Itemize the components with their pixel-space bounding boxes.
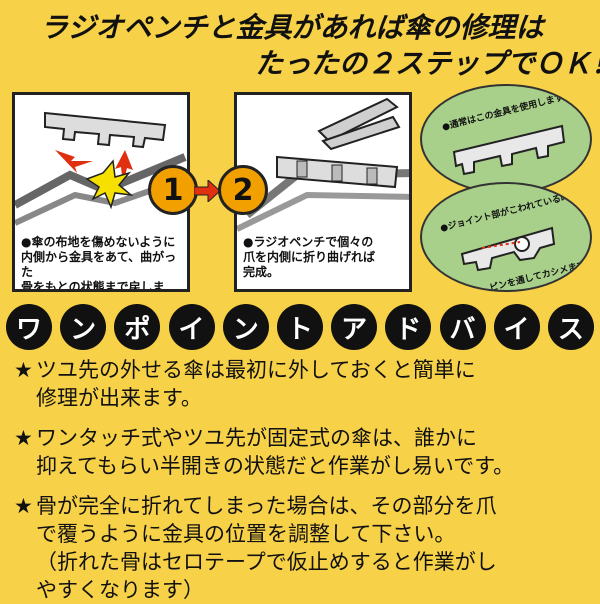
caption-line: 内側から金具をあて、曲がった <box>21 250 177 279</box>
banner-char: ス <box>547 304 594 350</box>
tip-line: ツユ先の外せる傘は最初に外しておくと簡単に <box>36 358 476 382</box>
tip-line: 骨が完全に折れてしまった場合は、その部分を爪 <box>36 494 497 518</box>
step-1-circle: 1 <box>148 165 198 215</box>
tip-item: ★ ワンタッチ式やツユ先が固定式の傘は、誰かに 抑えてもらい半開きの状態だと作業… <box>14 424 514 480</box>
caption-line: ●ラジオペンチで個々の <box>243 235 374 249</box>
pliers-crimping-illustration <box>237 97 409 232</box>
banner-char: バ <box>439 304 486 350</box>
joint-fitting-oval: ●ジョイント部がこわれている時は ピンを通してカシメます。 <box>420 182 592 292</box>
arrow-right-icon <box>194 180 220 202</box>
banner-char: イ <box>168 304 215 350</box>
tip-line: ワンタッチ式やツユ先が固定式の傘は、誰かに <box>36 426 477 450</box>
fitting-icon <box>452 124 566 176</box>
star-icon: ★ <box>14 358 33 382</box>
tip-line: やすくなります） <box>36 578 204 602</box>
step-2-circle: 2 <box>218 165 268 215</box>
tip-item: ★ ツユ先の外せる傘は最初に外しておくと簡単に 修理が出来ます。 <box>14 356 476 412</box>
banner-char: ポ <box>114 304 161 350</box>
step-2-caption: ●ラジオペンチで個々の 爪を内側に折り曲げれば 完成。 <box>243 235 405 280</box>
banner-char: ト <box>276 304 323 350</box>
umbrella-rib-bent-illustration <box>15 111 187 226</box>
tip-line: で覆うように金具の位置を調整して下さい。 <box>36 522 456 546</box>
step-1-caption: ●傘の布地を傷めないように 内側から金具をあて、曲がった 骨をもとの状態まで戻し… <box>21 235 183 292</box>
banner-char: イ <box>493 304 540 350</box>
caption-line: 爪を内側に折り曲げれば <box>243 250 376 264</box>
one-point-advice-banner: ワ ン ポ イ ン ト ア ド バ イ ス <box>0 304 600 356</box>
banner-char: ア <box>331 304 378 350</box>
normal-fitting-oval: ●通常はこの金具を使用します。 <box>420 84 592 194</box>
caption-line: 完成。 <box>243 265 280 279</box>
headline-line-2: たったの２ステップでＯＫ！ <box>255 47 600 80</box>
tip-item: ★ 骨が完全に折れてしまった場合は、その部分を爪 で覆うように金具の位置を調整し… <box>14 492 497 604</box>
caption-line: 骨をもとの状態まで戻します。 <box>21 280 165 292</box>
banner-char: ド <box>385 304 432 350</box>
tip-line: 抑えてもらい半開きの状態だと作業がし易いです。 <box>36 454 515 478</box>
caption-line: ●傘の布地を傷めないように <box>21 235 176 249</box>
banner-char: ワ <box>6 304 52 350</box>
tip-line: 修理が出来ます。 <box>36 386 202 410</box>
headline-line-1: ラジオペンチと金具があれば傘の修理は <box>40 11 544 44</box>
joint-fitting-icon <box>460 226 556 272</box>
banner-char: ン <box>60 304 107 350</box>
banner-char: ン <box>222 304 269 350</box>
tip-line: （折れた骨はセロテープで仮止めすると作業がし <box>36 550 497 574</box>
star-icon: ★ <box>14 426 33 450</box>
star-icon: ★ <box>14 494 33 518</box>
